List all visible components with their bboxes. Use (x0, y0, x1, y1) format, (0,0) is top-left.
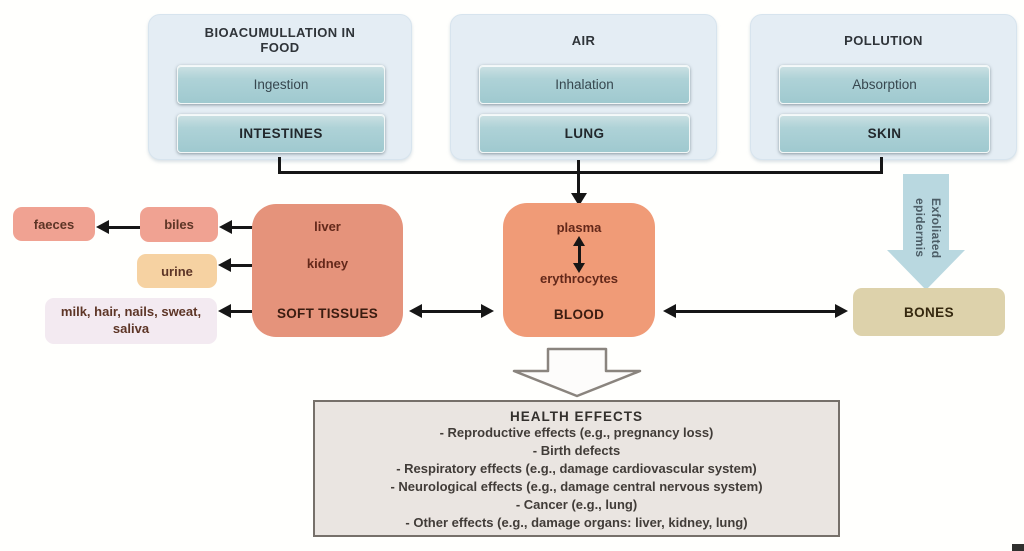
biles-box: biles (140, 207, 218, 242)
urine-box: urine (137, 254, 217, 288)
arrow-liver-to-biles-head-icon (219, 220, 232, 234)
arrow-plasma-erythrocytes-line (578, 243, 581, 266)
health-effect-item: - Reproductive effects (e.g., pregnancy … (439, 425, 714, 440)
blood-label: BLOOD (553, 307, 605, 322)
arrow-plasma-erythrocytes-down-icon (573, 263, 585, 273)
bones-box: BONES (853, 288, 1005, 336)
arrow-st-blood-line (421, 310, 482, 313)
epidermis-label-line2: epidermis (913, 198, 927, 258)
health-effect-item: - Neurological effects (e.g., damage cen… (390, 479, 763, 494)
exfoliated-label-line1: Exfoliated (929, 197, 943, 259)
panel-air: AIR Inhalation LUNG (450, 14, 717, 160)
arrow-blood-bones-line (675, 310, 836, 313)
connector-horizontal-line (278, 171, 883, 174)
connector-stub-right (880, 157, 883, 174)
inhalation-button: Inhalation (479, 65, 690, 104)
soft-tissues-box: liver kidney SOFT TISSUES (252, 204, 403, 337)
milk-hair-nails-box: milk, hair, nails, sweat, saliva (45, 298, 217, 344)
arrow-blood-to-health-icon (512, 347, 642, 398)
panel-bioaccumulation-title: BIOACUMULLATION IN FOOD (204, 25, 356, 55)
lung-button: LUNG (479, 114, 690, 153)
health-effect-item: - Respiratory effects (e.g., damage card… (396, 461, 757, 476)
skin-button: SKIN (779, 114, 990, 153)
health-effect-item: - Other effects (e.g., damage organs: li… (405, 515, 748, 530)
liver-label: liver (314, 219, 341, 234)
arrow-softtissues-to-milk-head-icon (218, 304, 231, 318)
connector-stub-left (278, 157, 281, 174)
panel-pollution-title: POLLUTION (844, 32, 923, 48)
faeces-box: faeces (13, 207, 95, 241)
arrow-biles-to-faeces-head-icon (96, 220, 109, 234)
corner-artifact (1012, 544, 1024, 551)
intestines-button: INTESTINES (177, 114, 385, 153)
arrow-kidney-to-urine-head-icon (218, 258, 231, 272)
health-effects-box: HEALTH EFFECTS - Reproductive effects (e… (313, 400, 840, 537)
soft-tissues-label: SOFT TISSUES (276, 306, 379, 321)
arrow-blood-bones-left-icon (663, 304, 676, 318)
health-effect-item: - Cancer (e.g., lung) (515, 497, 638, 512)
arrow-st-blood-right-icon (481, 304, 494, 318)
panel-bioaccumulation: BIOACUMULLATION IN FOOD Ingestion INTEST… (148, 14, 412, 160)
exfoliated-epidermis-label: Exfoliated epidermis (903, 176, 949, 280)
health-effects-title: HEALTH EFFECTS (510, 409, 643, 424)
exfoliated-epidermis-arrow-shaft (903, 174, 949, 252)
arrow-biles-to-faeces-line (108, 226, 140, 229)
kidney-label: kidney (306, 256, 349, 271)
arrow-blood-bones-right-icon (835, 304, 848, 318)
exfoliated-epidermis-arrow-head-icon (887, 250, 965, 290)
health-effect-item: - Birth defects (532, 443, 621, 458)
absorption-button: Absorption (779, 65, 990, 104)
arrow-plasma-erythrocytes-up-icon (573, 236, 585, 246)
plasma-label: plasma (556, 220, 602, 235)
panel-pollution: POLLUTION Absorption SKIN (750, 14, 1017, 160)
panel-air-title: AIR (571, 32, 596, 48)
arrow-softtissues-to-milk-line (230, 310, 253, 313)
connector-center-line (577, 160, 580, 194)
arrow-down-to-blood-icon (571, 193, 587, 206)
ingestion-button: Ingestion (177, 65, 385, 104)
arrow-st-blood-left-icon (409, 304, 422, 318)
erythrocytes-label: erythrocytes (539, 271, 619, 286)
